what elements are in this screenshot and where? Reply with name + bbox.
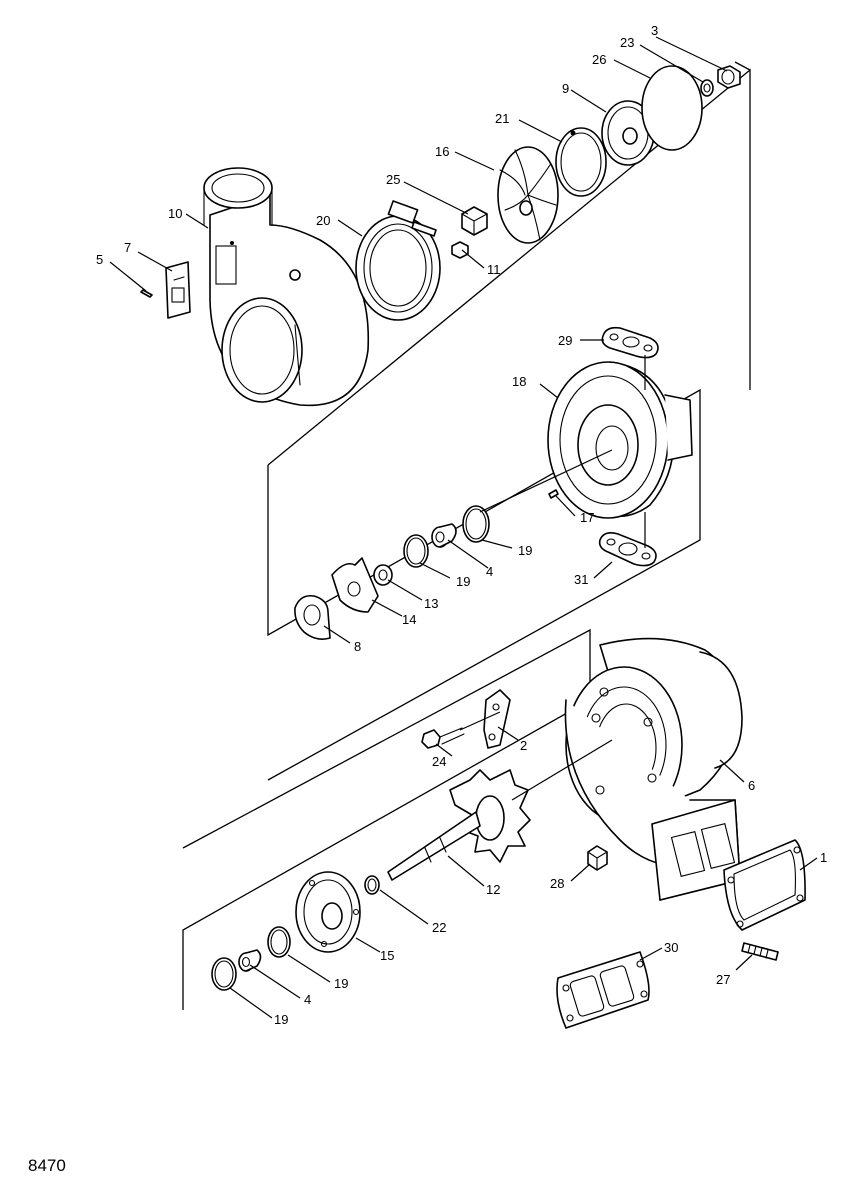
middle-group-frame	[267, 388, 701, 781]
callout-19-c: 19	[334, 976, 348, 991]
capscrew-24	[421, 727, 465, 749]
callout-13: 13	[424, 596, 438, 611]
locknut	[461, 206, 488, 236]
seal-plate	[601, 100, 655, 166]
callout-8: 8	[354, 639, 361, 654]
drive-screw	[140, 289, 153, 298]
thrust-collar	[373, 564, 393, 586]
callout-6: 6	[748, 778, 755, 793]
callout-28: 28	[550, 876, 564, 891]
journal-bearing-4b	[238, 949, 262, 972]
retaining-ring-19c	[267, 926, 291, 958]
oil-outlet-gasket	[598, 532, 657, 567]
callout-18: 18	[512, 374, 526, 389]
callout-3: 3	[651, 23, 658, 38]
callout-25: 25	[386, 172, 400, 187]
leader-lines	[109, 36, 818, 1019]
callout-5: 5	[96, 252, 103, 267]
exhaust-gasket	[723, 839, 806, 931]
callout-24: 24	[432, 754, 446, 769]
callout-1: 1	[820, 850, 827, 865]
callout-23: 23	[620, 35, 634, 50]
compressor-wheel	[497, 146, 559, 244]
compressor-housing	[203, 167, 370, 407]
callout-10: 10	[168, 206, 182, 221]
heat-shield-8	[294, 594, 331, 640]
nameplate	[165, 261, 191, 319]
piston-ring-22	[364, 875, 380, 895]
journal-bearing-4a	[431, 523, 457, 548]
callout-4-middle: 4	[486, 564, 493, 579]
nut	[451, 241, 469, 259]
retaining-ring-19b	[403, 534, 429, 568]
callout-17: 17	[580, 510, 594, 525]
retaining-ring-21	[555, 127, 607, 197]
callout-30: 30	[664, 940, 678, 955]
retaining-ring-19a	[462, 505, 490, 543]
turbine-housing	[564, 637, 743, 901]
drawing-number: 8470	[28, 1156, 66, 1175]
callout-16: 16	[435, 144, 449, 159]
washer	[700, 79, 714, 97]
callout-14: 14	[402, 612, 416, 627]
callout-4-lower: 4	[304, 992, 311, 1007]
callout-labels: 1 2 3 4 4 5 6 7 8 9 10 11 12 13 14 15 16…	[96, 23, 827, 1027]
callout-22: 22	[432, 920, 446, 935]
callout-11: 11	[487, 262, 501, 277]
clamp-plate	[483, 689, 511, 749]
callout-2: 2	[520, 738, 527, 753]
upper-group-frame-top	[734, 61, 751, 71]
turbine-inlet-gasket	[556, 951, 650, 1029]
thrust-bearing	[331, 557, 379, 613]
callout-19-b: 19	[456, 574, 470, 589]
callout-19-d: 19	[274, 1012, 288, 1027]
center-housing	[547, 361, 693, 519]
nut-28	[587, 845, 608, 871]
callout-29: 29	[558, 333, 572, 348]
bearing-housing-15	[295, 871, 361, 953]
plug	[717, 65, 741, 89]
oil-inlet-gasket	[601, 326, 659, 359]
retaining-ring-19d	[211, 957, 237, 991]
turbine-wheel-shaft	[387, 769, 531, 881]
callout-15: 15	[380, 948, 394, 963]
callout-19-a: 19	[518, 543, 532, 558]
callout-20: 20	[316, 213, 330, 228]
callout-9: 9	[562, 81, 569, 96]
cover-gasket	[641, 65, 703, 151]
callout-7: 7	[124, 240, 131, 255]
stud	[741, 942, 779, 961]
callout-12: 12	[486, 882, 500, 897]
callout-27: 27	[716, 972, 730, 987]
callout-21: 21	[495, 111, 509, 126]
v-band-clamp	[355, 200, 441, 321]
callout-26: 26	[592, 52, 606, 67]
callout-31: 31	[574, 572, 588, 587]
pin	[548, 489, 559, 499]
